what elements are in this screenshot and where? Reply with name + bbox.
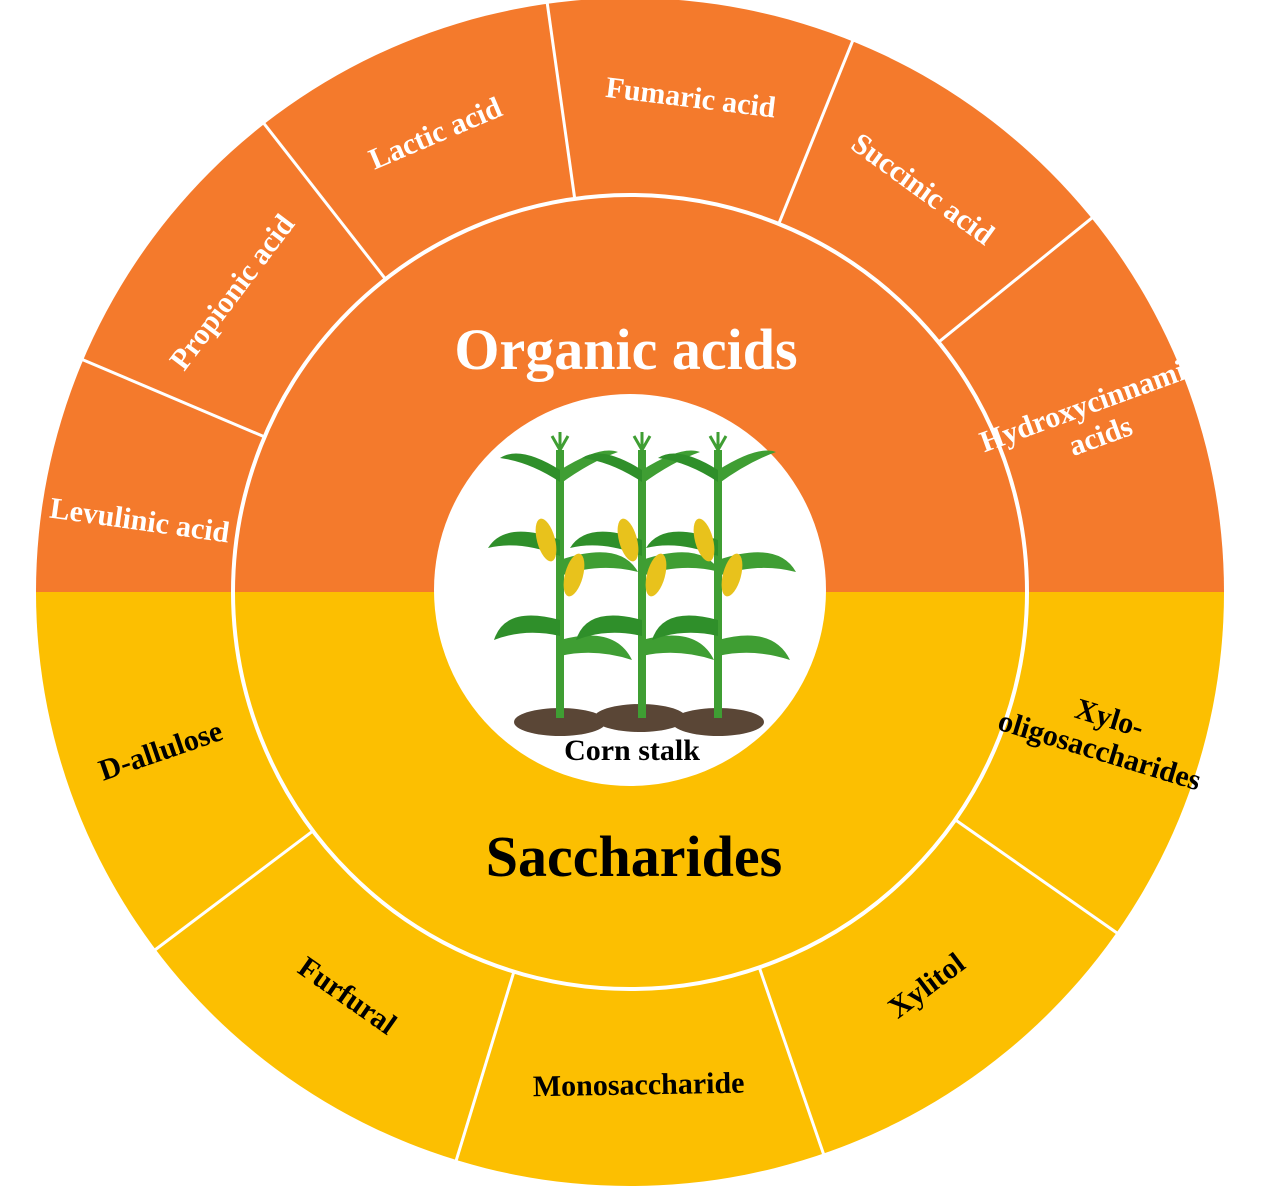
stalk-2-ear-2 (645, 553, 667, 597)
segment-dividers (78, 0, 1121, 1165)
organic-acids-title: Organic acids (454, 317, 797, 382)
saccharide-divider-1 (954, 818, 1121, 937)
organic-divider-5 (937, 214, 1096, 344)
organic-divider-3 (545, 0, 577, 200)
stalk-1-ear-2 (563, 553, 585, 597)
inner-ring-divider (231, 193, 1029, 991)
stalk-2-leaf-1 (582, 453, 642, 482)
saccharide-divider-3 (453, 971, 516, 1165)
stalk-2-tassel (632, 432, 652, 451)
stalk-3-leaf-5 (652, 615, 718, 640)
stalk-1-ear-1 (535, 518, 557, 562)
wheel-base (36, 0, 1224, 1186)
organic-acids-half (36, 0, 1224, 592)
stalk-2-leaf-5 (576, 615, 642, 640)
organic-divider-2 (260, 119, 387, 281)
stalk-3-tassel (708, 432, 728, 451)
saccharide-divider-2 (757, 966, 827, 1158)
stalk-1-leaf-1 (500, 453, 560, 482)
stalk-3 (714, 450, 722, 718)
stalk-1-leaf-5 (494, 615, 560, 640)
stalk-3-leaf-1 (658, 453, 718, 482)
saccharide-item-3-line-1: Monosaccharide (533, 1066, 745, 1103)
stalk-3-leaf-6 (718, 635, 790, 660)
center-label: Corn stalk (564, 734, 700, 767)
saccharides-half (36, 592, 1224, 1186)
stalk-2-ear-1 (617, 518, 639, 562)
saccharide-divider-4 (151, 829, 314, 954)
soil-mound-1 (514, 708, 606, 736)
stalk-1-leaf-6 (560, 635, 632, 660)
stalk-3-ear-2 (721, 553, 743, 597)
stalk-2 (638, 450, 646, 718)
center-circle (434, 394, 826, 786)
stalk-1-tassel (550, 432, 570, 451)
saccharides-title: Saccharides (486, 824, 782, 889)
center-hub: Corn stalk (434, 394, 826, 786)
organic-divider-1 (78, 356, 266, 439)
saccharide-item-3: Monosaccharide (533, 1066, 745, 1103)
corn-plant-icon (488, 432, 796, 736)
stalk-1 (556, 450, 564, 718)
stalk-3-ear-1 (693, 518, 715, 562)
soil-mound-3 (672, 708, 764, 736)
stalk-2-leaf-6 (642, 635, 714, 660)
stalk-3-leaf-2 (718, 450, 776, 484)
organic-divider-4 (777, 36, 856, 225)
